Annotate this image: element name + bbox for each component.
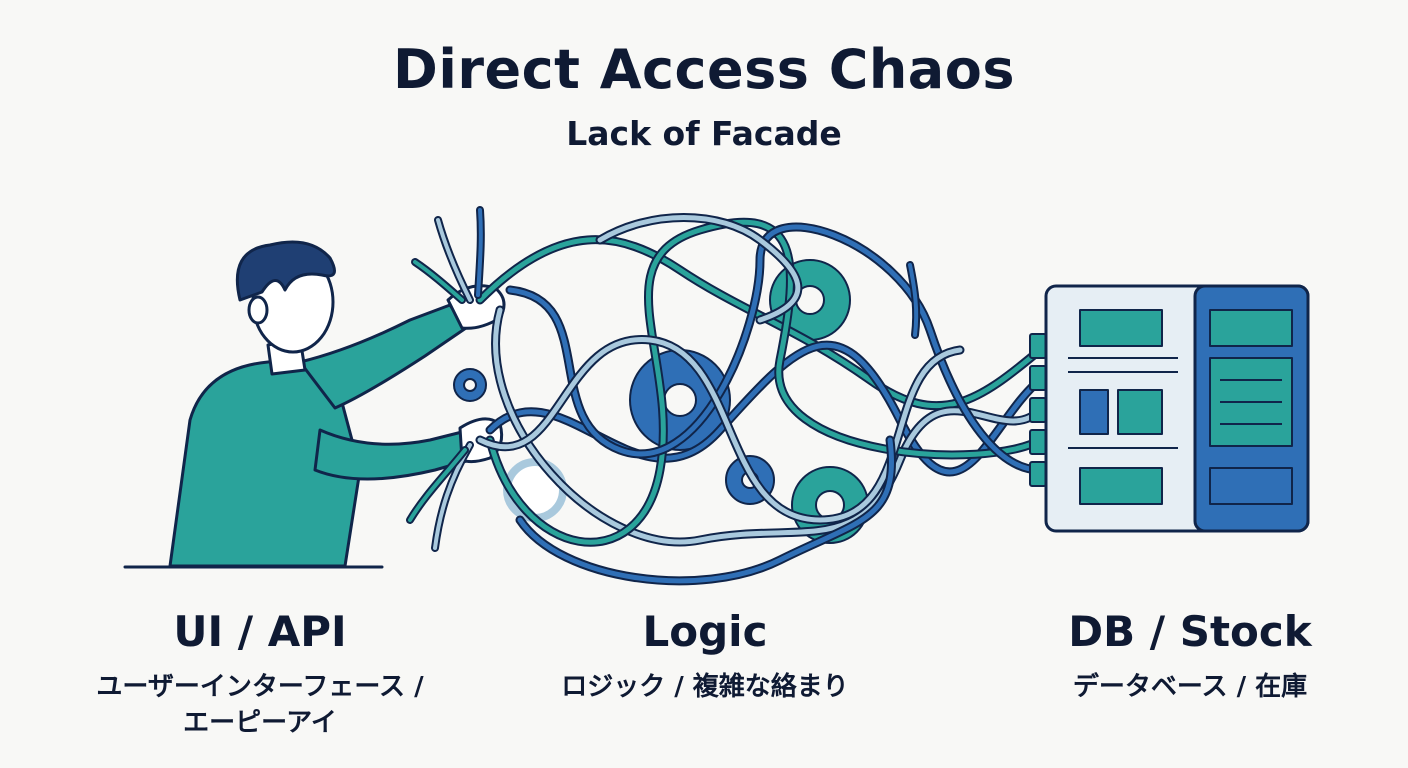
label-logic-sub: ロジック / 複雑な絡まり [561,672,849,702]
database-server-icon [1044,284,1310,533]
label-logic: Logic ロジック / 複雑な絡まり [480,607,930,705]
label-logic-title: Logic [642,607,768,656]
tangled-wires [406,206,1045,586]
label-ui-api-sub-line1: ユーザーインターフェース / [96,672,424,702]
label-ui-api-title: UI / API [173,607,347,656]
label-ui-api: UI / API ユーザーインターフェース / エーピーアイ [40,607,480,741]
label-db-stock: DB / Stock データベース / 在庫 [1010,607,1370,705]
page-subtitle: Lack of Facade [566,114,842,153]
label-ui-api-sub-line2: エーピーアイ [183,708,337,738]
label-db-stock-title: DB / Stock [1068,607,1312,656]
page-title: Direct Access Chaos [393,38,1015,101]
db-connectors [1029,333,1047,487]
label-ui-api-sub: ユーザーインターフェース / エーピーアイ [40,669,480,741]
label-db-stock-sub: データベース / 在庫 [1072,672,1308,702]
gear-icon [453,368,487,402]
person-illustration [168,240,506,568]
